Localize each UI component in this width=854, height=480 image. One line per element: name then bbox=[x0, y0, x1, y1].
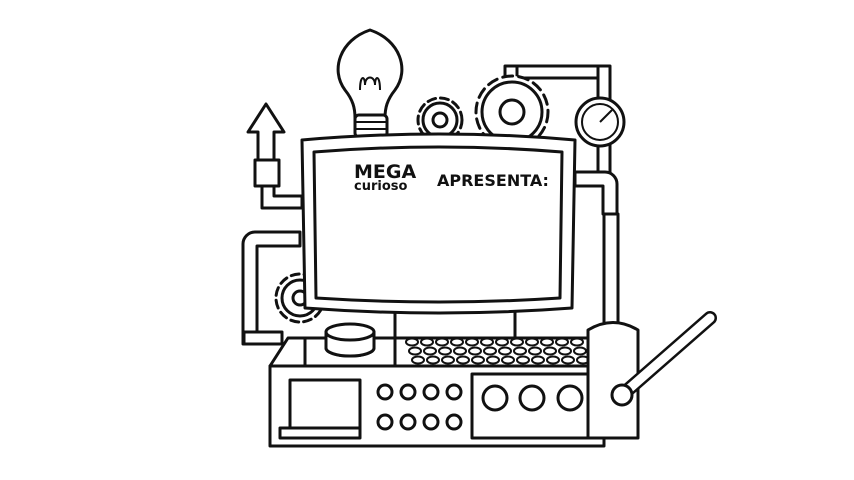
pressure-gauge-icon bbox=[574, 96, 626, 148]
key-button bbox=[525, 337, 539, 347]
toggle-switch bbox=[422, 413, 440, 431]
key-button bbox=[555, 337, 569, 347]
lever-icon bbox=[586, 311, 717, 440]
key-button bbox=[483, 346, 497, 356]
key-button bbox=[501, 355, 515, 365]
toggle-switch bbox=[399, 383, 417, 401]
key-button bbox=[408, 346, 422, 356]
arrow-antenna-icon bbox=[246, 102, 304, 210]
key-button bbox=[453, 346, 467, 356]
key-button bbox=[543, 346, 557, 356]
megacurioso-logo: MEGA curioso bbox=[354, 161, 417, 194]
key-button bbox=[420, 337, 434, 347]
key-button bbox=[573, 346, 587, 356]
screen bbox=[312, 145, 564, 304]
left-pipes bbox=[241, 230, 302, 346]
key-button bbox=[450, 337, 464, 347]
control-console bbox=[268, 322, 606, 448]
toggle-switch bbox=[445, 413, 463, 431]
key-button bbox=[465, 337, 479, 347]
toggle-switch bbox=[422, 383, 440, 401]
toggle-switch bbox=[399, 413, 417, 431]
key-button bbox=[510, 337, 524, 347]
key-button bbox=[411, 355, 425, 365]
key-button bbox=[546, 355, 560, 365]
key-button bbox=[441, 355, 455, 365]
key-button bbox=[531, 355, 545, 365]
monitor bbox=[300, 132, 577, 342]
key-button bbox=[471, 355, 485, 365]
key-button bbox=[498, 346, 512, 356]
key-button bbox=[426, 355, 440, 365]
key-button bbox=[570, 337, 584, 347]
key-button bbox=[513, 346, 527, 356]
key-button bbox=[435, 337, 449, 347]
key-button bbox=[423, 346, 437, 356]
screen-text: APRESENTA: bbox=[437, 171, 549, 190]
key-button bbox=[540, 337, 554, 347]
key-button bbox=[468, 346, 482, 356]
toggle-switch bbox=[445, 383, 463, 401]
key-button bbox=[558, 346, 572, 356]
key-button bbox=[486, 355, 500, 365]
key-button bbox=[438, 346, 452, 356]
toggle-switches bbox=[376, 383, 463, 431]
key-button bbox=[480, 337, 494, 347]
key-button bbox=[405, 337, 419, 347]
key-button bbox=[456, 355, 470, 365]
key-button bbox=[516, 355, 530, 365]
key-button bbox=[561, 355, 575, 365]
keyboard-buttons bbox=[405, 337, 590, 365]
toggle-switch bbox=[376, 413, 394, 431]
light-bulb-icon bbox=[336, 28, 404, 139]
key-button bbox=[495, 337, 509, 347]
key-button bbox=[528, 346, 542, 356]
toggle-switch bbox=[376, 383, 394, 401]
